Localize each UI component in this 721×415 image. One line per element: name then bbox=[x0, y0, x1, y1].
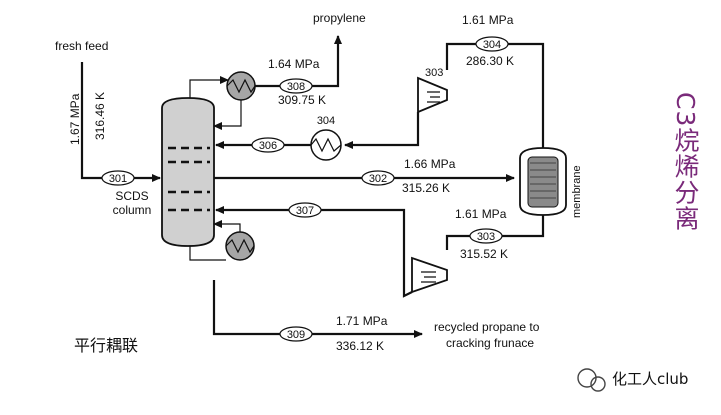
scds-column bbox=[161, 97, 215, 247]
heat-exchanger-304 bbox=[310, 129, 342, 161]
stream-309-tag bbox=[279, 326, 313, 342]
stream-304-label: 304 bbox=[483, 39, 501, 51]
stream-303-tag bbox=[469, 228, 503, 244]
feed-pressure: 1.67 MPa bbox=[68, 93, 82, 145]
exchanger-coil-icon bbox=[310, 137, 342, 153]
recycled-label-line2: cracking frunace bbox=[446, 336, 534, 350]
condenser-coil-icon bbox=[226, 78, 256, 94]
compressor-blade-icon bbox=[427, 91, 440, 103]
stream-302-label: 302 bbox=[369, 173, 387, 185]
top-pressure: 1.64 MPa bbox=[268, 57, 320, 71]
wechat-logo-icon bbox=[590, 376, 606, 392]
fresh-feed-label: fresh feed bbox=[55, 39, 108, 53]
membrane-element bbox=[527, 156, 559, 208]
chinese-caption: 平行耦联 bbox=[74, 336, 138, 355]
compressor-bottom-temperature: 315.52 K bbox=[460, 247, 508, 261]
stream-306-label: 306 bbox=[259, 140, 277, 152]
top-temperature: 309.75 K bbox=[278, 93, 326, 107]
stream-307-tag bbox=[288, 202, 322, 218]
recycled-label-line1: recycled propane to bbox=[434, 320, 540, 334]
watermark-text: 化工人club bbox=[612, 370, 688, 388]
propylene-label: propylene bbox=[313, 11, 366, 25]
column-label-line2: column bbox=[113, 203, 152, 217]
stream-306-tag bbox=[251, 137, 285, 153]
stream-309-label: 309 bbox=[287, 329, 305, 341]
stream-302-temperature: 315.26 K bbox=[402, 181, 450, 195]
exchanger-304-label: 304 bbox=[317, 115, 335, 127]
watermark: 化工人club bbox=[577, 368, 688, 392]
bottoms-to-reboiler-line bbox=[189, 246, 226, 261]
reflux-line bbox=[213, 100, 242, 130]
membrane-hatch-icon bbox=[530, 162, 556, 199]
compressor-bottom-pressure: 1.61 MPa bbox=[455, 207, 507, 221]
compressor-top-pressure: 1.61 MPa bbox=[462, 13, 514, 27]
membrane-label: membrane bbox=[571, 165, 583, 218]
column-label-line1: SCDS bbox=[115, 189, 148, 203]
stream-307-label: 307 bbox=[296, 205, 314, 217]
stream-301-label: 301 bbox=[109, 173, 127, 185]
reboiler-coil-icon bbox=[225, 238, 255, 254]
compressor-top-temperature: 286.30 K bbox=[466, 54, 514, 68]
compressor-top bbox=[417, 76, 448, 114]
stream-301-tag bbox=[101, 170, 135, 186]
compressed-recycle-line bbox=[344, 112, 420, 149]
stream-302-tag bbox=[361, 170, 395, 186]
compressor-bottom bbox=[411, 256, 448, 294]
stream-304-tag bbox=[475, 36, 509, 52]
overhead-vapor-line bbox=[189, 76, 229, 98]
compressor-blade-icon bbox=[421, 271, 436, 283]
stream-309-temperature: 336.12 K bbox=[336, 339, 384, 353]
side-title: C3烷烯分离 bbox=[671, 92, 700, 232]
stream-309-line bbox=[212, 280, 423, 338]
stream-308-label: 308 bbox=[287, 81, 305, 93]
stream-308-tag bbox=[279, 78, 313, 94]
stream-302-pressure: 1.66 MPa bbox=[404, 157, 456, 171]
condenser-heat-exchanger bbox=[226, 71, 256, 101]
stream-303-label: 303 bbox=[477, 231, 495, 243]
compressor-303-top-label: 303 bbox=[425, 67, 443, 79]
reboil-vapor-line bbox=[213, 220, 241, 232]
reboiler-heat-exchanger bbox=[225, 231, 255, 261]
stream-309-pressure: 1.71 MPa bbox=[336, 314, 388, 328]
feed-temperature: 316.46 K bbox=[93, 92, 107, 140]
